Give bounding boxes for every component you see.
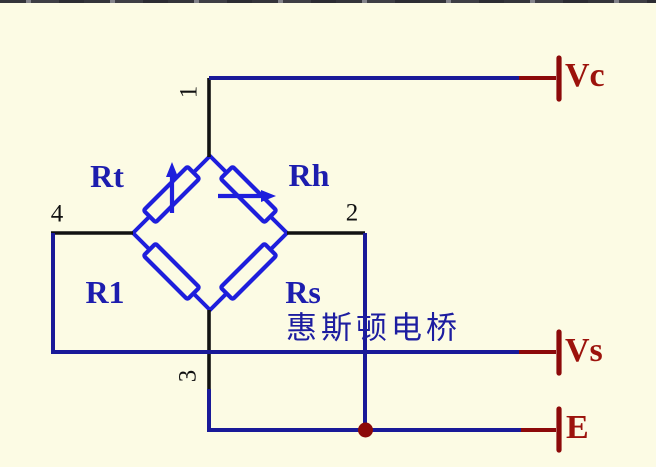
terminal-label-vs: Vs [565,332,603,369]
resistor-label-rs: Rs [285,274,321,310]
top-border-strip [0,0,656,3]
bridge-caption: 惠斯顿电桥 [286,310,461,346]
bridge-diamond [131,154,289,312]
wire-node3-to-e [207,389,521,432]
node-label-2: 2 [345,199,359,227]
resistor-rect [219,242,278,301]
resistor-label-rh: Rh [288,157,330,193]
node-label-3: 3 [174,369,202,383]
resistor-rect [142,242,201,301]
junction-dot [358,422,373,438]
node-label-4: 4 [50,200,64,228]
resistor-r1-body [142,242,201,301]
rh-arrow-right-icon [218,190,276,202]
arrow-head [166,162,178,177]
terminal-label-vc: Vc [565,57,605,94]
arrow-head [261,190,276,202]
resistor-rs-body [219,242,278,301]
rt-arrow-up-icon [166,162,178,213]
node-label-1: 1 [175,85,203,99]
bridge-arms [131,154,289,312]
terminal-label-e: E [566,409,589,446]
resistor-label-rt: Rt [90,158,124,194]
terminal-wires [519,76,556,432]
resistor-label-r1: R1 [85,274,125,310]
blue-wires [51,76,521,432]
